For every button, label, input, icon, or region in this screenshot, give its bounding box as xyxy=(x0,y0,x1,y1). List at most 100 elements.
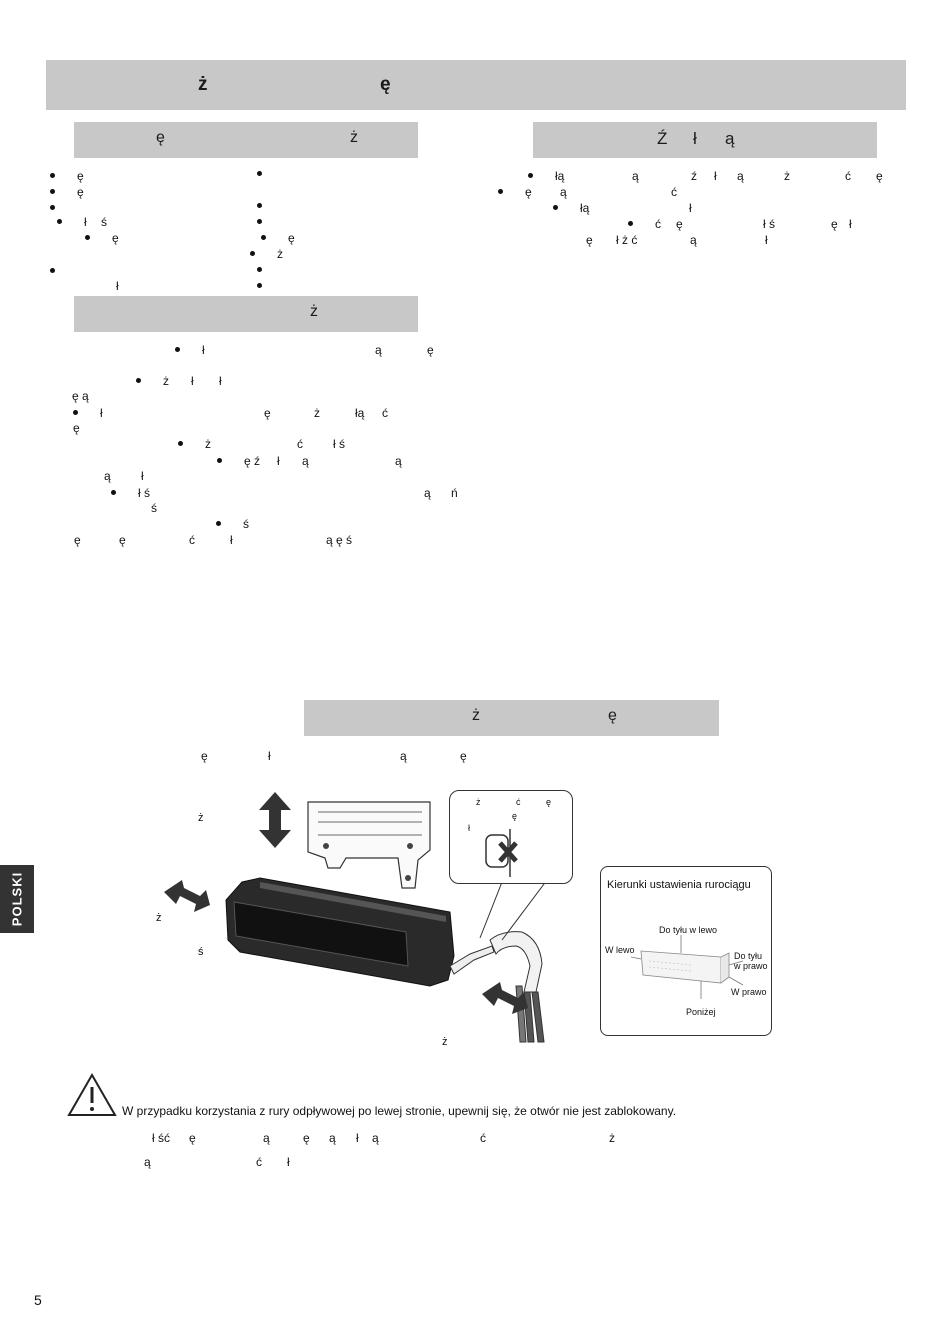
text-frag: ć xyxy=(382,406,388,420)
text-frag: ą xyxy=(263,1131,270,1145)
direction-label: Do tyłu w lewo xyxy=(659,925,718,935)
text-frag: ś xyxy=(101,215,107,229)
horizontal-arrow-icon xyxy=(482,982,528,1014)
text-frag: ą xyxy=(329,1131,336,1145)
text-frag: ę xyxy=(189,1131,196,1145)
header-frag: ż xyxy=(350,129,358,146)
list-item: ę xyxy=(51,169,84,183)
warning-triangle-icon xyxy=(67,1072,117,1116)
text-frag: ł xyxy=(849,217,852,231)
figure-label: ż xyxy=(442,1036,448,1048)
header-frag: ł xyxy=(693,129,697,148)
direction-label: w prawo xyxy=(734,961,768,971)
text-frag: ę xyxy=(586,233,593,247)
main-header-frag: ż xyxy=(198,74,208,95)
text-frag: ę xyxy=(460,749,467,763)
list-item: ś xyxy=(216,517,249,531)
blocked-pipe-icon xyxy=(485,829,518,877)
list-item: ł xyxy=(75,406,103,420)
text-frag: ę xyxy=(119,533,126,547)
callout-text: ę xyxy=(546,797,552,807)
list-item: ę ź xyxy=(216,454,261,468)
list-item: ę xyxy=(86,231,119,245)
text-frag: ą xyxy=(560,185,567,199)
text-frag: ć xyxy=(256,1155,262,1169)
text-frag: ł xyxy=(141,469,144,483)
text-frag: ź xyxy=(691,169,697,183)
header-frag: ż xyxy=(310,303,318,320)
text-frag: ą xyxy=(400,749,407,763)
text-frag: ł xyxy=(219,374,222,388)
text-frag: ć xyxy=(480,1131,486,1145)
text-frag: ł xyxy=(714,169,717,183)
warning-text: W przypadku korzystania z rury odpływowe… xyxy=(122,1104,677,1118)
unit-outline-icon xyxy=(631,935,744,999)
panel-title: Kierunki ustawienia rurociągu xyxy=(607,879,751,891)
text-frag: ę xyxy=(876,169,883,183)
text-frag: ł xyxy=(116,279,119,293)
callout-text: ł xyxy=(468,823,470,833)
language-tab-label: POLSKI xyxy=(9,871,25,927)
text-frag: ę xyxy=(264,406,271,420)
left-top-section-header: ę ż xyxy=(74,122,418,158)
text-frag: ł xyxy=(287,1155,290,1169)
text-frag: ą xyxy=(395,454,402,468)
list-item: ę xyxy=(51,185,84,199)
text-frag: ę xyxy=(831,217,838,231)
header-frag: ą xyxy=(725,129,735,148)
text-frag: ż xyxy=(784,169,790,183)
text-frag: ę xyxy=(74,533,81,547)
text-frag: ę xyxy=(73,421,80,435)
text-frag: ą xyxy=(372,1131,379,1145)
horizontal-arrow-icon xyxy=(164,880,210,912)
figure-label: ż xyxy=(198,812,204,824)
right-section-header: Ź ł ą xyxy=(533,122,877,158)
main-header-frag: ę xyxy=(380,74,391,95)
list-item: ę xyxy=(262,231,295,245)
text-frag: ł xyxy=(689,201,692,215)
text-frag: ł ż ć xyxy=(616,233,638,247)
list-item: ł ś xyxy=(111,486,150,500)
text-frag: ą xyxy=(690,233,697,247)
text-frag: ę xyxy=(427,343,434,357)
text-frag: ł ść xyxy=(152,1131,170,1145)
header-frag: ę xyxy=(156,129,165,146)
direction-label: W lewo xyxy=(605,945,635,955)
text-frag: ć xyxy=(845,169,851,183)
callout-text: ć xyxy=(516,797,521,807)
text-frag: ą xyxy=(375,343,382,357)
text-frag: ł ś xyxy=(763,217,775,231)
text-frag: ć xyxy=(297,437,303,451)
vertical-arrow-icon xyxy=(259,792,291,848)
text-frag: ą xyxy=(632,169,639,183)
list-item: ł xyxy=(59,215,87,229)
list-item: ż xyxy=(178,437,211,451)
mounting-plate xyxy=(307,801,431,889)
header-frag: ę xyxy=(608,707,617,724)
text-frag: ł ś xyxy=(333,437,345,451)
text-frag: ą ę ś xyxy=(326,533,353,547)
text-frag: ł xyxy=(277,454,280,468)
bottom-section-header: ż ę xyxy=(304,700,719,736)
list-item: ż xyxy=(136,374,169,388)
list-item: łą xyxy=(551,201,590,215)
text-frag: ł xyxy=(268,749,271,763)
text-frag: łą xyxy=(355,406,365,420)
text-frag: ć xyxy=(671,185,677,199)
callout-text: ę xyxy=(512,811,518,821)
text-frag: ą xyxy=(104,469,111,483)
text-frag: ą xyxy=(144,1155,151,1169)
text-frag: ą xyxy=(737,169,744,183)
text-frag: ł xyxy=(765,233,768,247)
callout-text: ż xyxy=(476,797,481,807)
text-frag: ą xyxy=(424,486,431,500)
list-item: ż xyxy=(250,247,283,261)
direction-label: Poniżej xyxy=(686,1007,716,1017)
text-frag: ż xyxy=(609,1131,615,1145)
direction-label: Do tyłu xyxy=(734,951,763,961)
text-frag: ż xyxy=(314,406,320,420)
figure-label: ś xyxy=(198,946,204,958)
text-frag: ś xyxy=(151,501,157,515)
text-frag: ć xyxy=(189,533,195,547)
list-item: łą xyxy=(526,169,565,183)
